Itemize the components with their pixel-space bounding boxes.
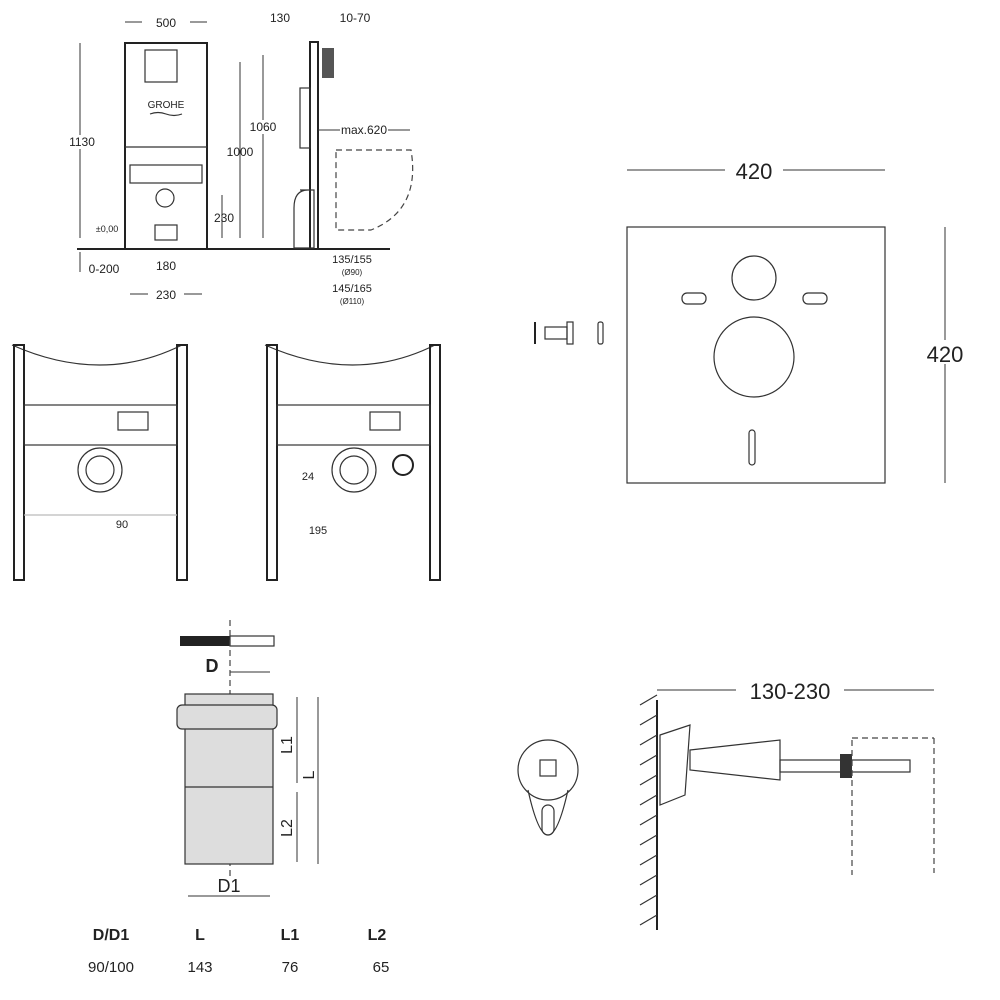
dim-max-620: max.620 xyxy=(341,123,387,137)
table-header: L2 xyxy=(368,927,387,944)
dim-195: 195 xyxy=(309,525,327,537)
label-d: D xyxy=(206,656,219,676)
table-cell: 143 xyxy=(187,959,212,976)
dim-130-230: 130-230 xyxy=(750,679,831,704)
sound-insulation-mat: 420 420 xyxy=(534,158,972,484)
zero-level: ±0,00 xyxy=(96,224,118,234)
table-header: L xyxy=(195,927,205,944)
dim-135-155-diameter: (Ø90) xyxy=(342,268,363,277)
label-l1: L1 xyxy=(279,736,296,754)
dim-230: 230 xyxy=(156,288,176,302)
table-header: D/D1 xyxy=(93,927,130,944)
mat-height: 420 xyxy=(927,342,964,367)
label-l: L xyxy=(301,770,318,779)
dim-500: 500 xyxy=(156,16,176,30)
dim-24: 24 xyxy=(302,471,314,483)
mat-width: 420 xyxy=(736,159,773,184)
dim-10-70: 10-70 xyxy=(340,11,371,25)
table-cell: 65 xyxy=(373,959,390,976)
dim-135-155: 135/155 xyxy=(332,254,372,266)
dim-145-165-diameter: (Ø110) xyxy=(340,297,365,306)
dim-0-200: 0-200 xyxy=(89,262,120,276)
label-d1: D1 xyxy=(217,876,240,896)
connection-detail-left: 90 xyxy=(11,344,188,581)
dim-1060: 1060 xyxy=(250,120,277,134)
frame-side-view: max.620 130 10-70 1060 135/155 (Ø90) 145… xyxy=(246,11,414,306)
dim-90: 90 xyxy=(116,519,128,531)
table-cell: 76 xyxy=(282,959,299,976)
dim-145-165: 145/165 xyxy=(332,283,372,295)
frame-front-view: GROHE 500 1130 1000 230 ±0,00 0-200 180 … xyxy=(64,14,390,302)
table-cell: 90/100 xyxy=(88,959,134,976)
dim-1130: 1130 xyxy=(69,135,95,149)
table-header: L1 xyxy=(281,927,300,944)
label-l2: L2 xyxy=(279,819,296,837)
connection-detail-right: 24 195 xyxy=(264,344,441,581)
pipe-adapter-drawing: D L1 L L2 D1 D/D1 L L1 L2 90/100 143 76 … xyxy=(88,620,389,976)
wall-bolt-drawing: 130-230 xyxy=(517,676,935,930)
grohe-logo: GROHE xyxy=(148,100,185,111)
dim-1000: 1000 xyxy=(227,145,254,159)
pipe-spec-table: D/D1 L L1 L2 90/100 143 76 65 xyxy=(88,927,389,976)
dim-230-height: 230 xyxy=(214,211,234,225)
dim-130: 130 xyxy=(270,11,290,25)
dim-180: 180 xyxy=(156,259,176,273)
